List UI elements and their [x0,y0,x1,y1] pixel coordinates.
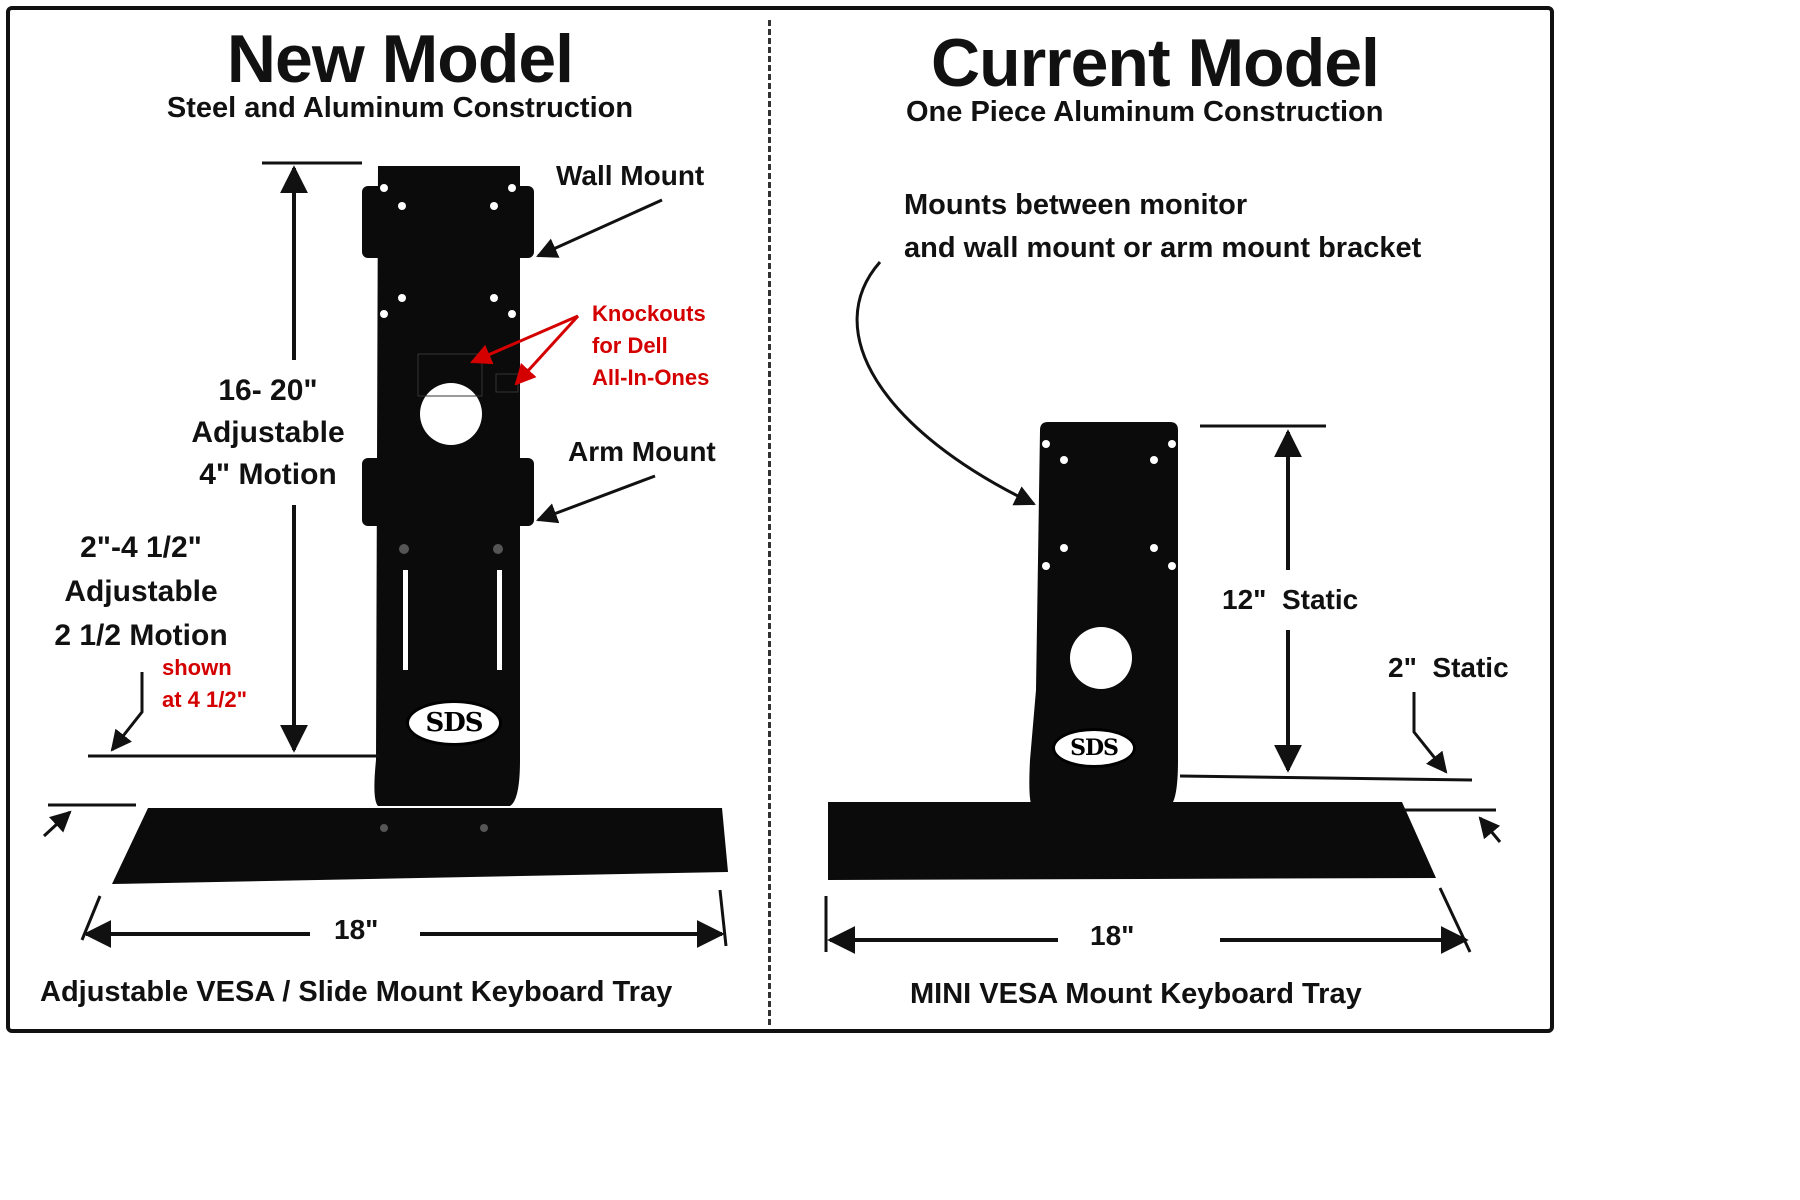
current-model-title: Current Model [931,25,1380,101]
image-frame [6,6,1554,1033]
height-range-label: 16- 20" Adjustable 4" Motion [191,374,345,491]
left-width-label: 18" [334,914,379,945]
diagram-graphics [42,161,1502,954]
shown-at-label: shown at 4 1/2" [162,655,248,712]
current-model-tray [828,802,1436,880]
wall-mount-flange [362,186,534,258]
static-height-label: 12" Static [1222,584,1359,615]
current-model-caption: MINI VESA Mount Keyboard Tray [910,978,1362,1010]
current-model-plate [1029,422,1178,806]
new-model-holes [380,184,516,670]
cable-hole [420,383,482,445]
knockouts-label: Knockouts for Dell All-In-Ones [592,301,710,390]
mounts-between-label: Mounts between monitor and wall mount or… [904,189,1422,264]
slide-range-label: 2"-4 1/2" Adjustable 2 1/2 Motion [54,531,228,652]
new-model-tray [112,808,728,884]
arm-mount-flange [362,458,534,526]
cable-hole [1070,627,1132,689]
sds-logo-left: SDS [406,700,502,746]
center-divider [768,20,771,1025]
sds-logo-right: SDS [1052,728,1136,768]
right-width-label: 18" [1090,920,1135,951]
static-offset-label: 2" Static [1388,652,1509,683]
current-model-bracket [828,422,1436,880]
arm-mount-label: Arm Mount [568,436,716,467]
new-model-bracket [112,166,728,884]
new-model-title: New Model [226,21,574,97]
wall-mount-label: Wall Mount [556,160,705,191]
new-model-subtitle: Steel and Aluminum Construction [166,92,634,124]
current-model-holes [1042,440,1176,689]
current-model-subtitle: One Piece Aluminum Construction [906,96,1384,128]
new-model-caption: Adjustable VESA / Slide Mount Keyboard T… [40,976,673,1008]
